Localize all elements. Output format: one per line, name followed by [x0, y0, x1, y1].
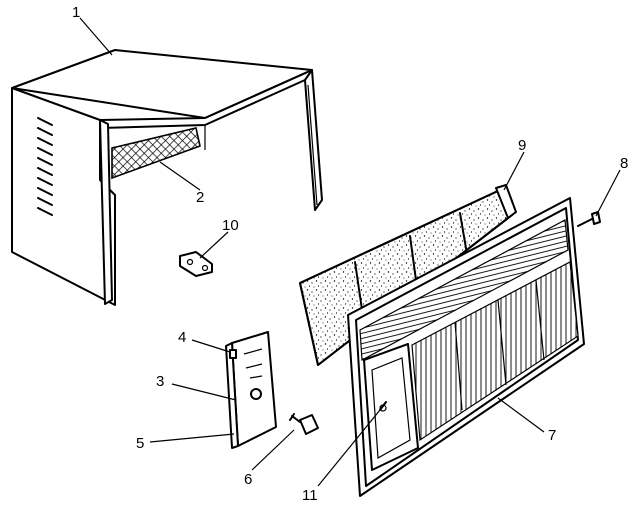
callouts: 1 2 3 4 5 6 7 8 9 10 11	[72, 4, 628, 504]
leader-lines	[79, 17, 621, 487]
callout-6: 6	[244, 471, 252, 488]
callout-10: 10	[222, 217, 239, 234]
front-grille	[347, 197, 585, 497]
callout-9: 9	[518, 137, 526, 154]
rear-mesh-screen	[111, 127, 201, 180]
bracket-part-10	[179, 251, 213, 277]
callout-4: 4	[178, 329, 186, 346]
callout-1: 1	[72, 4, 80, 21]
side-vent-louvers	[37, 117, 53, 216]
callout-7: 7	[548, 427, 556, 444]
cabinet-shell	[11, 49, 323, 306]
control-knob	[289, 413, 319, 435]
screw	[577, 211, 601, 227]
callout-2: 2	[196, 189, 204, 206]
callout-8: 8	[620, 155, 628, 172]
control-panel	[225, 331, 277, 449]
callout-3: 3	[156, 373, 164, 390]
callout-11: 11	[302, 487, 318, 504]
callout-5: 5	[136, 435, 144, 452]
